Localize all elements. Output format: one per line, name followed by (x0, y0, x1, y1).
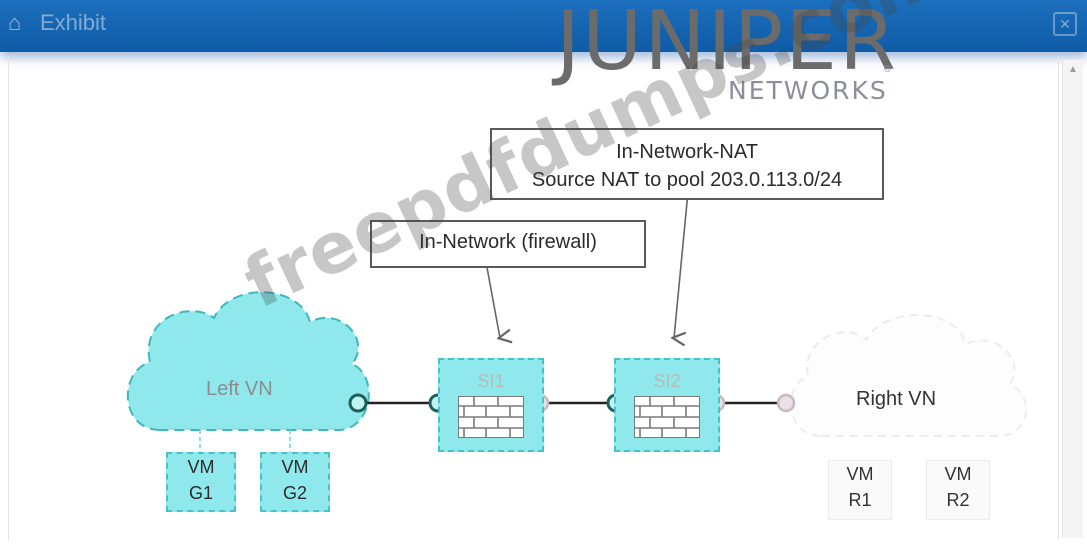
vm-r2-line1: VM (944, 464, 972, 484)
juniper-logo: JUNIPER NETWORKS ® (552, 0, 912, 110)
service-instance-si2[interactable]: SI2 (614, 358, 720, 452)
vm-r2-line2: R2 (946, 490, 970, 510)
scroll-up-icon[interactable]: ▲ (1068, 64, 1078, 75)
nat-callout-title: In-Network-NAT (616, 141, 758, 163)
logo-main-text: JUNIPER (556, 0, 898, 89)
right-vn-port (776, 393, 796, 413)
vm-g2-line1: VM (281, 457, 309, 477)
window-title: Exhibit (40, 10, 107, 35)
left-vn-port (348, 393, 368, 413)
vm-r2[interactable]: VM R2 (926, 460, 990, 520)
vm-g1[interactable]: VM G1 (166, 452, 236, 512)
firewall-callout: In-Network (firewall) (370, 220, 646, 268)
right-vn-label: Right VN (856, 388, 937, 410)
nat-callout-detail: Source NAT to pool 203.0.113.0/24 (531, 169, 843, 191)
vm-g2[interactable]: VM G2 (260, 452, 330, 512)
si1-label: SI1 (477, 371, 505, 391)
content-area (8, 56, 1059, 540)
logo-sub-text: NETWORKS (728, 76, 888, 105)
arrow-icon (674, 191, 689, 338)
left-vn-label: Left VN (206, 378, 273, 400)
vm-r1-line2: R1 (848, 490, 872, 510)
arrow-icon (485, 261, 500, 338)
firewall-icon (458, 396, 524, 438)
window-titlebar: ⌂ Exhibit ✕ (0, 0, 1087, 52)
service-instance-si1[interactable]: SI1 (438, 358, 544, 452)
si2-label: SI2 (653, 371, 681, 391)
vm-r1-line1: VM (846, 464, 874, 484)
vm-g2-line2: G2 (282, 483, 307, 503)
app-icon: ⌂ (8, 10, 22, 35)
vm-r1[interactable]: VM R1 (828, 460, 892, 520)
left-vn-cloud-icon (126, 291, 370, 432)
firewall-icon (634, 396, 700, 438)
logo-registered-mark: ® (884, 64, 892, 75)
vm-g1-line1: VM (187, 457, 215, 477)
close-icon[interactable]: ✕ (1053, 12, 1077, 36)
vm-g1-line2: G1 (188, 483, 213, 503)
scrollbar[interactable] (1062, 60, 1083, 538)
right-vn-cloud-icon (790, 314, 1027, 438)
nat-callout: In-Network-NAT Source NAT to pool 203.0.… (490, 128, 884, 200)
